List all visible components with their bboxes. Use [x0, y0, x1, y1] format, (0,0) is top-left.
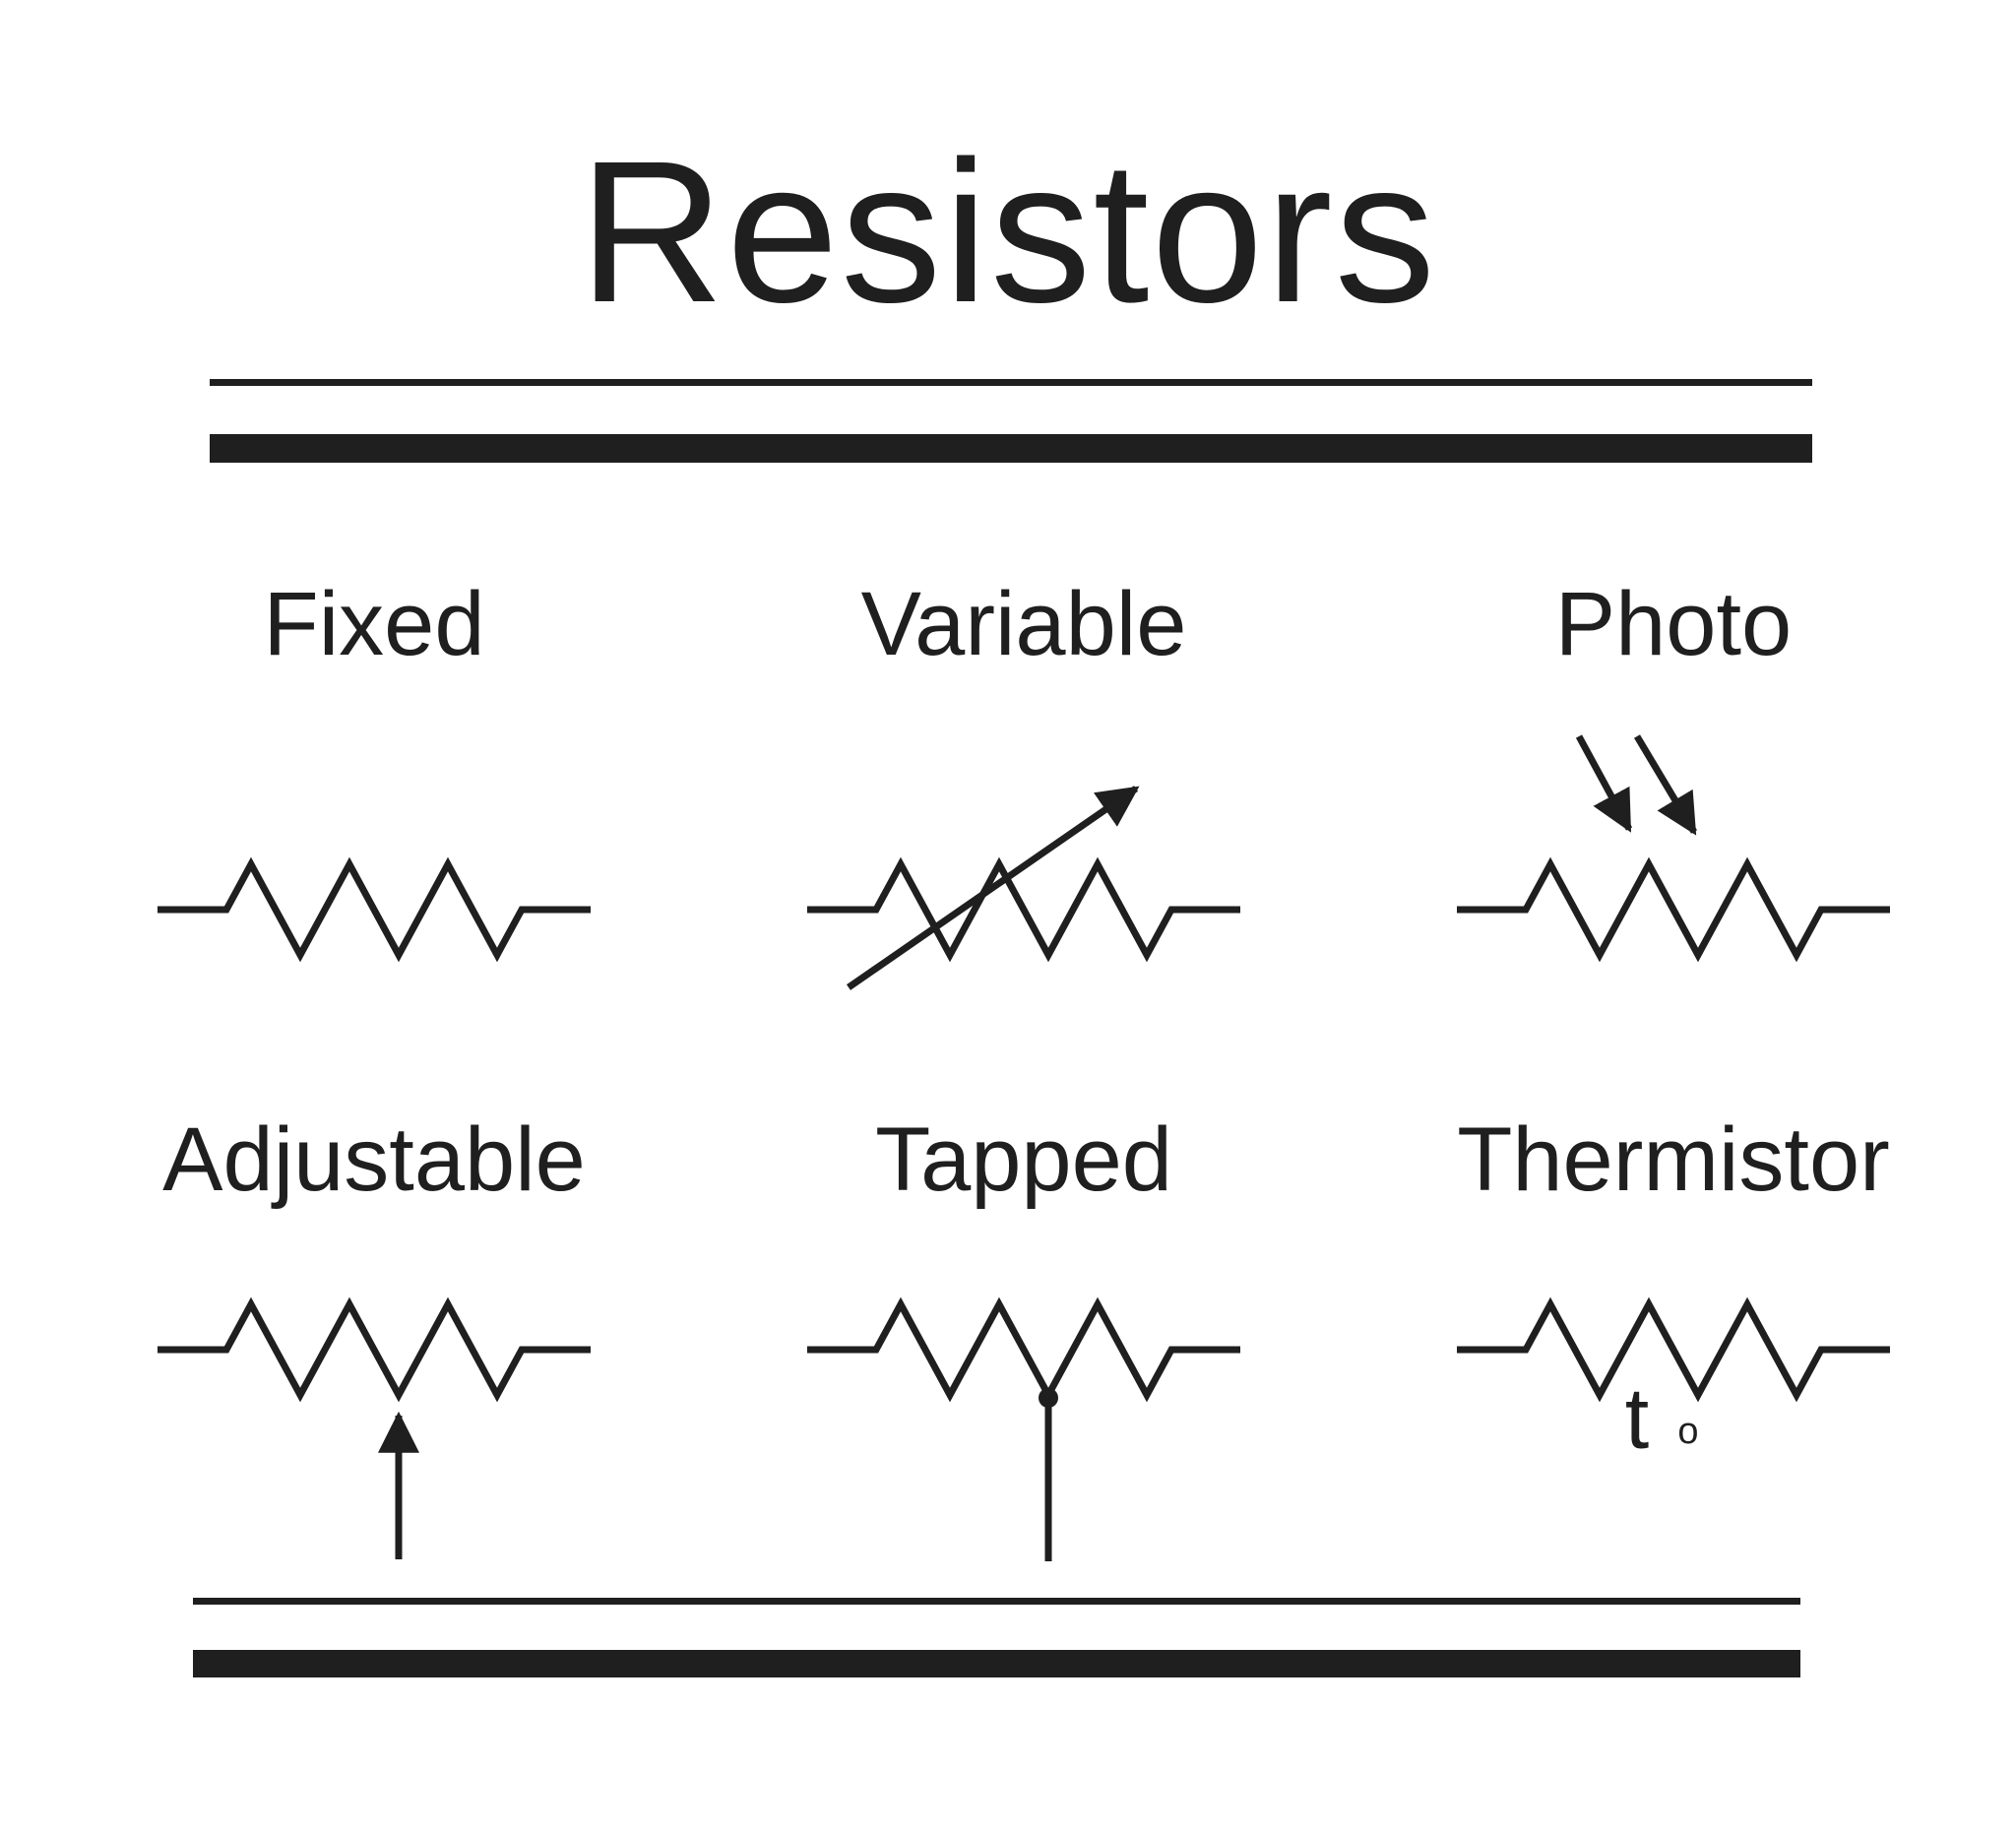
- thermistor-symbol-icon: t o: [1457, 1296, 1890, 1467]
- light-arrow-1: [1575, 734, 1633, 833]
- temperature-sub-annotation: o: [1677, 1411, 1698, 1452]
- tap-junction-dot: [1039, 1388, 1058, 1408]
- bottom-divider-thin-line: [193, 1598, 1800, 1605]
- photo-label: Photo: [1554, 574, 1793, 674]
- fixed-resistor-symbol-icon: [158, 856, 591, 963]
- adjustable-resistor-symbol-icon: [158, 1296, 591, 1559]
- thermistor-cell: Thermistor t o: [1398, 1108, 1949, 1581]
- thermistor-label: Thermistor: [1457, 1109, 1890, 1210]
- top-divider-thick-bar: [210, 434, 1812, 463]
- top-divider-thin-line: [210, 379, 1812, 386]
- variable-resistor-symbol-icon: [807, 786, 1240, 990]
- diagonal-arrow: [847, 786, 1140, 990]
- tapped-resistor-symbol-icon: [807, 1296, 1240, 1561]
- photo-resistor-cell: Photo: [1398, 573, 1949, 1011]
- variable-label: Variable: [860, 574, 1187, 674]
- tapped-resistor-cell: Tapped: [748, 1108, 1299, 1581]
- temperature-t-annotation: t: [1625, 1369, 1649, 1467]
- variable-resistor-cell: Variable: [748, 573, 1299, 1011]
- tapped-label: Tapped: [875, 1109, 1172, 1210]
- adjustable-resistor-cell: Adjustable: [98, 1108, 650, 1581]
- page-title: Resistors: [578, 119, 1438, 345]
- light-arrow-2: [1633, 734, 1698, 836]
- fixed-resistor-cell: Fixed: [98, 573, 650, 1011]
- bottom-divider-thick-bar: [193, 1650, 1800, 1677]
- photo-resistor-symbol-icon: [1457, 734, 1890, 963]
- adjustable-label: Adjustable: [162, 1109, 586, 1210]
- fixed-label: Fixed: [263, 574, 485, 674]
